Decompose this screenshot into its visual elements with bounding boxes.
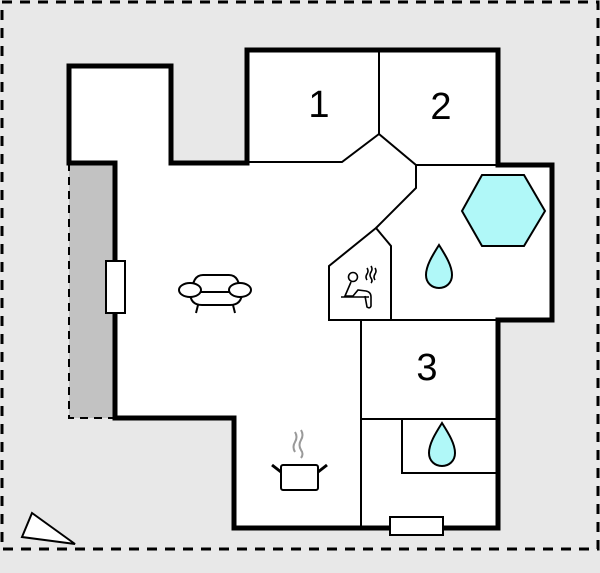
window-bottom <box>389 516 444 536</box>
sofa-icon <box>178 274 252 314</box>
exterior-walls <box>66 47 555 531</box>
north-arrow-icon <box>20 511 76 545</box>
water-drop-icon <box>424 243 454 290</box>
cooking-pot-icon <box>271 429 328 491</box>
room-label-1: 1 <box>308 84 329 126</box>
window-left <box>105 260 126 314</box>
water-drop-icon <box>427 421 457 468</box>
sauna-icon <box>341 265 377 309</box>
pool-hexagon-icon <box>460 174 547 247</box>
room-label-2: 2 <box>430 86 451 128</box>
plot-boundary <box>0 0 600 551</box>
terrace-boundary <box>68 163 115 419</box>
house-interior <box>69 50 552 528</box>
room-label-3: 3 <box>416 347 437 389</box>
interior-walls <box>247 50 552 528</box>
